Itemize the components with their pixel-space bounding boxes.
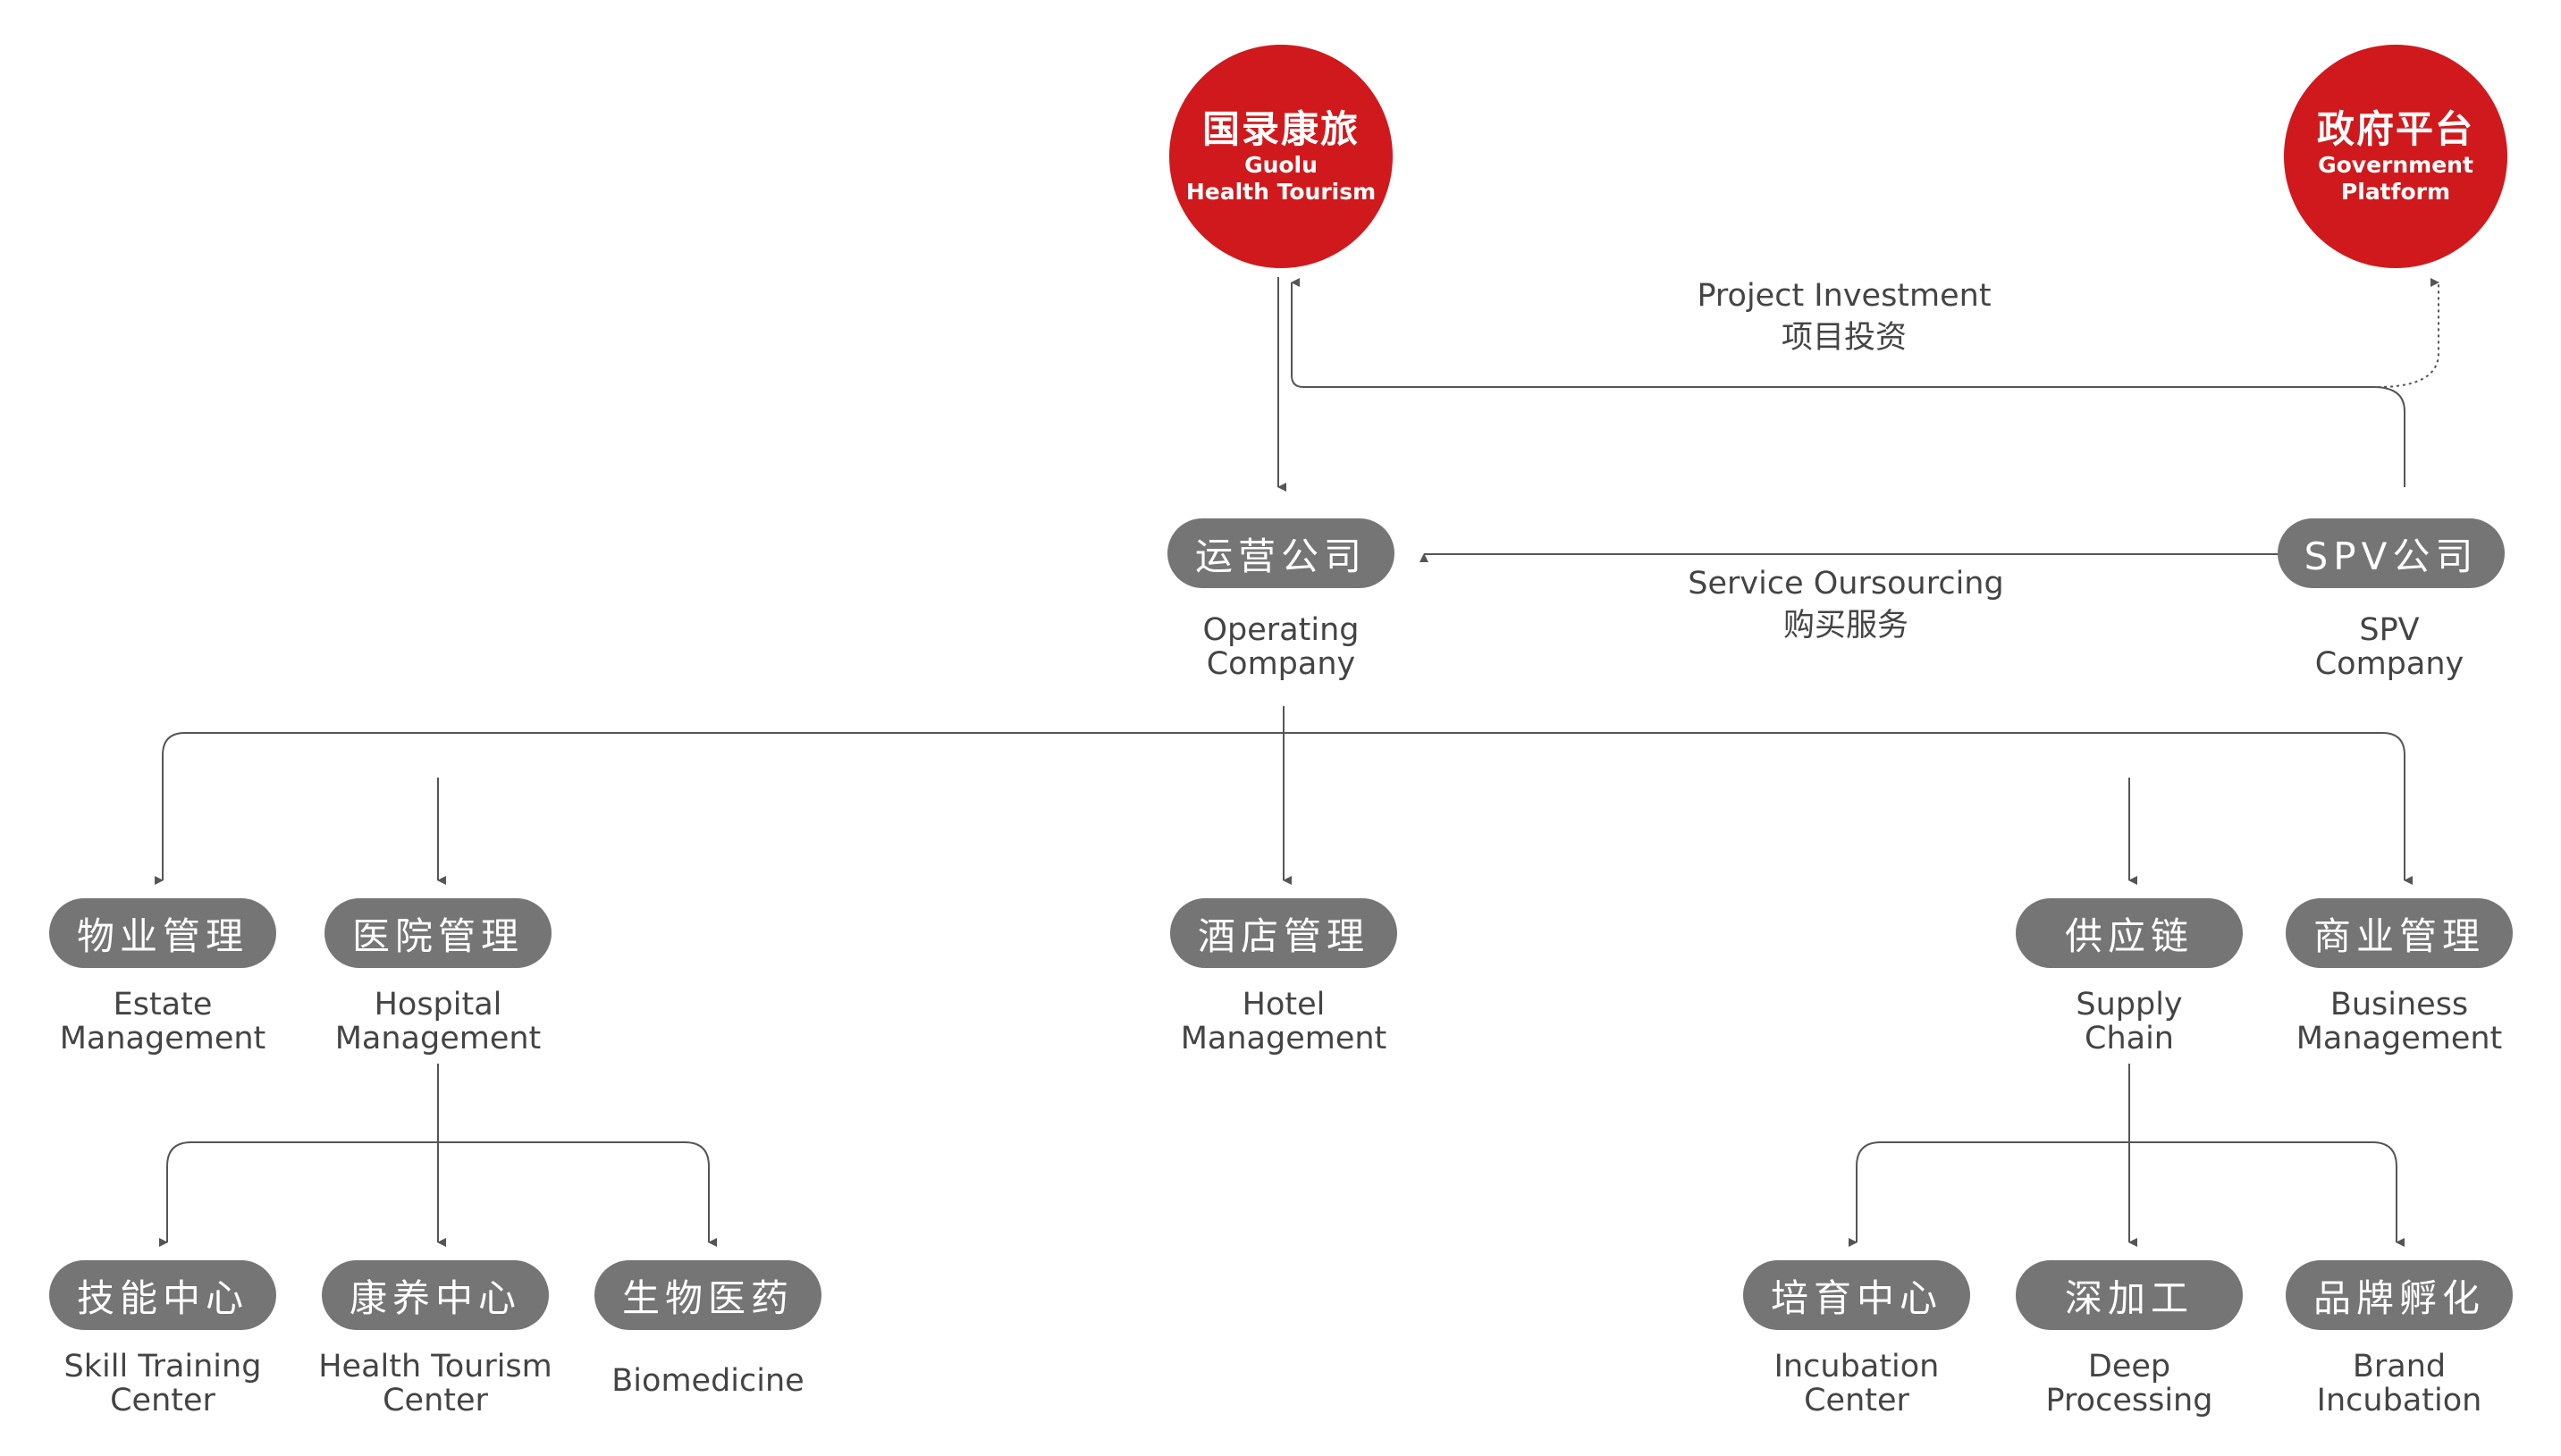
caption-deep-processing: Deep Processing xyxy=(1982,1350,2277,1418)
label-cn: 项目投资 xyxy=(1781,320,1907,356)
node-title-en: Guolu xyxy=(1244,152,1318,178)
caption-incubation-center: Incubation Center xyxy=(1709,1350,2004,1418)
caption-hotel-management: Hotel Management xyxy=(1136,988,1431,1056)
caption-line: Deep xyxy=(2087,1349,2171,1384)
label-en: Service Oursourcing xyxy=(1688,566,2004,602)
node-business-management: 商业管理 xyxy=(2286,898,2513,968)
caption-line: Chain xyxy=(2085,1021,2174,1056)
caption-line: Management xyxy=(2296,1021,2503,1056)
label-cn: 购买服务 xyxy=(1782,608,1908,644)
caption-supply-chain: Supply Chain xyxy=(1982,988,2277,1056)
caption-line: Management xyxy=(1180,1021,1387,1056)
caption-business-management: Business Management xyxy=(2252,988,2547,1056)
caption-line: Center xyxy=(383,1383,488,1418)
node-title-cn: 国录康旅 xyxy=(1201,107,1360,151)
caption-line: Management xyxy=(59,1021,266,1056)
caption-health-tourism-center: Health Tourism Center xyxy=(288,1350,583,1418)
edge-project-investment xyxy=(1291,278,2405,487)
caption-operating-company: Operating Company xyxy=(1133,613,1428,681)
node-deep-processing: 深加工 xyxy=(2016,1260,2243,1330)
caption-line: Health Tourism xyxy=(318,1349,552,1384)
node-estate-management: 物业管理 xyxy=(49,898,276,968)
caption-line: Processing xyxy=(2045,1383,2213,1418)
node-hospital-management: 医院管理 xyxy=(324,898,552,968)
caption-estate-management: Estate Management xyxy=(15,988,310,1056)
node-brand-incubation: 品牌孵化 xyxy=(2286,1260,2513,1330)
caption-line: Brand xyxy=(2352,1349,2447,1384)
edge-level2-bus xyxy=(155,732,2413,885)
node-guolu-health-tourism: 国录康旅 Guolu Health Tourism xyxy=(1169,45,1393,268)
label-service-outsourcing: Service Oursourcing 购买服务 xyxy=(1622,563,2069,647)
node-supply-chain: 供应链 xyxy=(2016,898,2243,968)
node-title-en: Health Tourism xyxy=(1185,179,1377,205)
node-title-en: Platform xyxy=(2340,179,2451,205)
caption-line: Center xyxy=(110,1383,215,1418)
node-biomedicine: 生物医药 xyxy=(594,1260,821,1330)
caption-spv-company: SPV Company xyxy=(2242,613,2537,681)
node-title-en: Government xyxy=(2318,152,2473,178)
label-project-investment: Project Investment 项目投资 xyxy=(1621,275,2068,359)
caption-hospital-management: Hospital Management xyxy=(291,988,585,1056)
caption-line: Operating xyxy=(1202,612,1360,648)
edge-supply-bus xyxy=(1849,1141,2405,1247)
caption-line: Management xyxy=(334,1021,542,1056)
caption-line: Center xyxy=(1804,1383,1909,1418)
caption-brand-incubation: Brand Incubation xyxy=(2252,1350,2547,1418)
node-skill-training-center: 技能中心 xyxy=(49,1260,276,1330)
node-operating-company: 运营公司 xyxy=(1167,518,1394,588)
edge-hospital-bus xyxy=(159,1141,717,1247)
caption-line: Biomedicine xyxy=(611,1363,805,1399)
caption-line: Incubation xyxy=(1773,1349,1940,1384)
node-hotel-management: 酒店管理 xyxy=(1170,898,1397,968)
node-government-platform: 政府平台 Government Platform xyxy=(2284,45,2507,268)
label-en: Project Investment xyxy=(1697,278,1992,314)
caption-line: SPV xyxy=(2359,612,2420,648)
node-spv-company: SPV公司 xyxy=(2278,518,2505,588)
caption-line: Hospital xyxy=(374,987,502,1023)
caption-line: Company xyxy=(1206,646,1356,682)
node-title-cn: 政府平台 xyxy=(2316,107,2474,151)
caption-line: Estate xyxy=(113,987,213,1023)
caption-skill-training-center: Skill Training Center xyxy=(15,1350,310,1418)
caption-line: Supply xyxy=(2076,987,2183,1023)
node-incubation-center: 培育中心 xyxy=(1743,1260,1970,1330)
caption-biomedicine: Biomedicine xyxy=(560,1364,855,1398)
caption-line: Business xyxy=(2329,987,2469,1023)
caption-line: Hotel xyxy=(1242,987,1326,1023)
caption-line: Company xyxy=(2314,646,2464,682)
edge-gov-dotted xyxy=(2377,278,2439,388)
caption-line: Skill Training xyxy=(63,1349,262,1384)
caption-line: Incubation xyxy=(2316,1383,2482,1418)
node-health-tourism-center: 康养中心 xyxy=(322,1260,549,1330)
